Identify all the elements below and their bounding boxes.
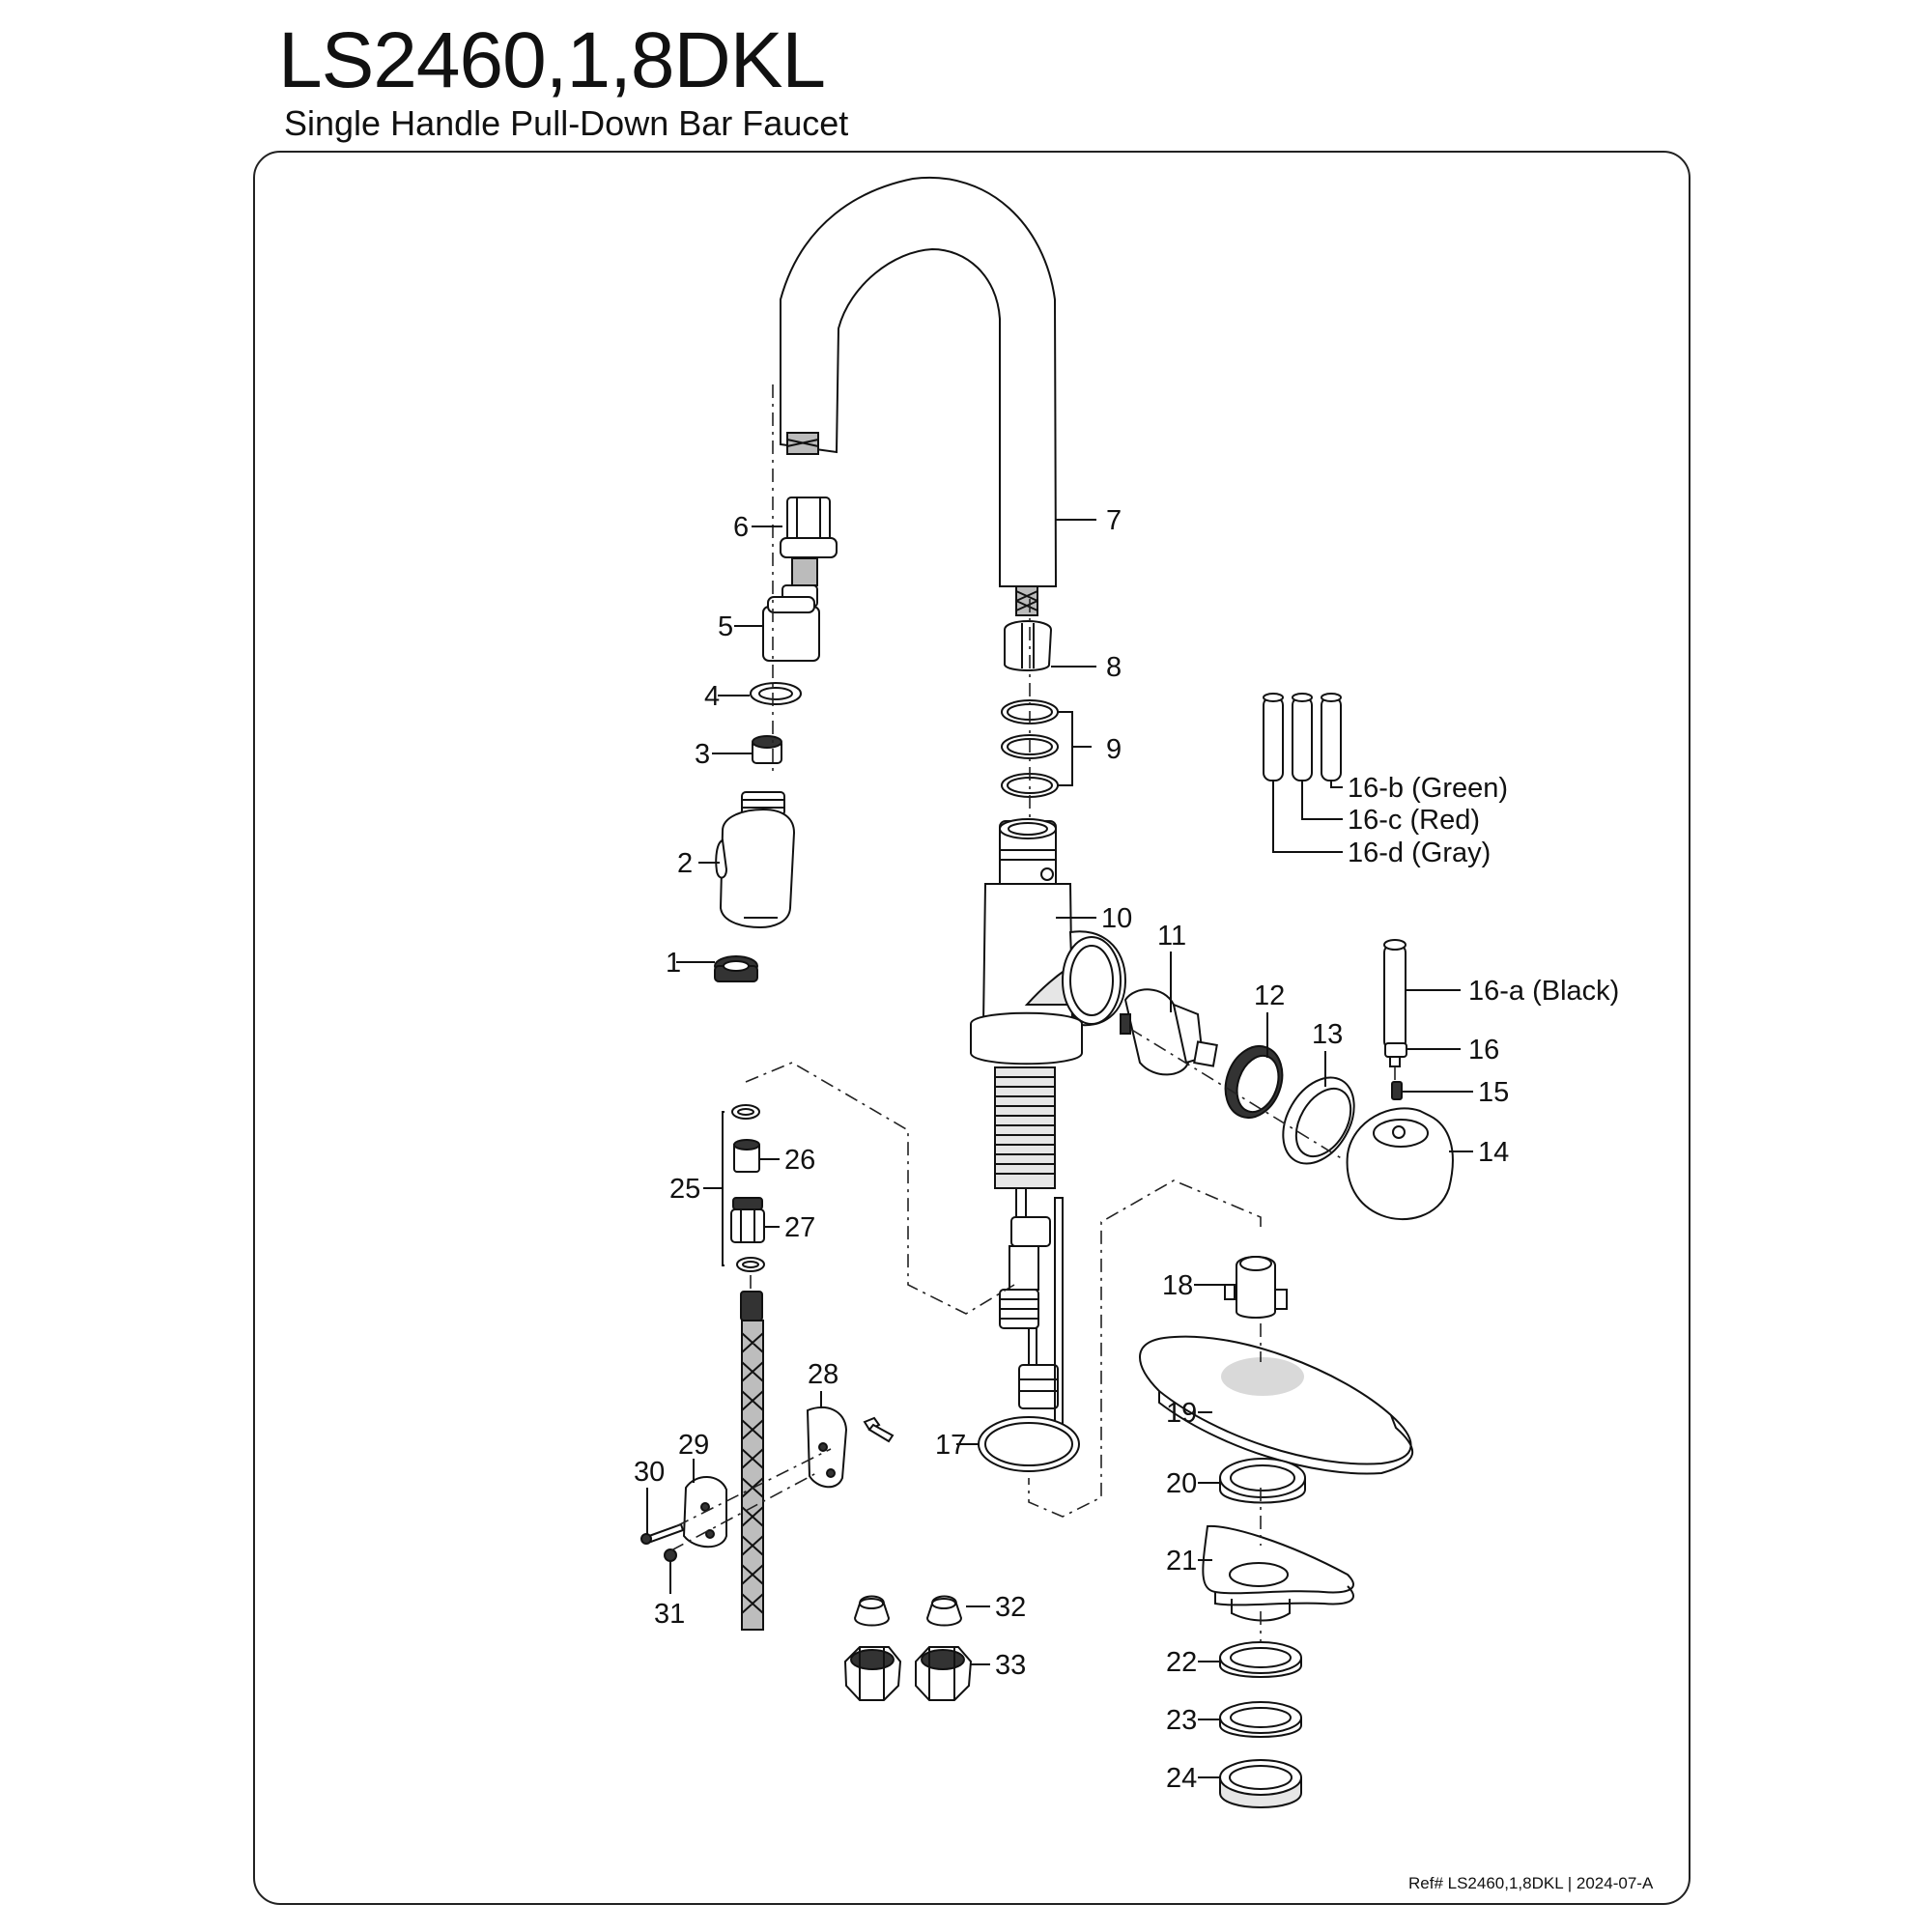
label-part-22: 22: [1166, 1647, 1197, 1678]
label-part-5: 5: [718, 611, 733, 642]
part-set-screw-15: [1391, 1081, 1403, 1100]
part-hose-weight-5: [762, 584, 820, 662]
assembly-lines: [670, 384, 1396, 1642]
label-part-16-c: 16-c (Red): [1348, 805, 1480, 836]
label-part-32: 32: [995, 1592, 1026, 1623]
part-mounting-nut-24: [1219, 1759, 1302, 1808]
label-part-24: 24: [1166, 1763, 1197, 1794]
part-base-plate-21: [1202, 1524, 1354, 1622]
label-part-6: 6: [733, 512, 749, 543]
part-retainer-clip-8: [1004, 620, 1053, 671]
label-part-2: 2: [677, 848, 693, 879]
part-weight-half-28: [806, 1406, 895, 1489]
part-bonnet-nut-12: [1224, 1045, 1284, 1119]
label-part-4: 4: [704, 681, 720, 712]
part-compression-nuts-33: [843, 1646, 973, 1701]
leader-lines: [646, 519, 1473, 1778]
label-part-9: 9: [1106, 734, 1122, 765]
label-part-28: 28: [808, 1359, 838, 1390]
part-cartridge-11: [1120, 988, 1218, 1076]
label-part-19: 19: [1166, 1398, 1197, 1429]
label-part-18: 18: [1162, 1270, 1193, 1301]
braided-supply-hose: [740, 1291, 764, 1631]
label-part-20: 20: [1166, 1468, 1197, 1499]
label-part-25: 25: [669, 1174, 700, 1205]
label-part-3: 3: [695, 739, 710, 770]
part-o-ring-17: [978, 1416, 1080, 1472]
part-washer-23: [1219, 1701, 1302, 1738]
label-part-13: 13: [1312, 1019, 1343, 1050]
label-part-12: 12: [1254, 980, 1285, 1011]
label-part-26: 26: [784, 1145, 815, 1176]
diagram-subtitle: Single Handle Pull-Down Bar Faucet: [284, 103, 849, 143]
part-adapter-3: [752, 735, 782, 764]
part-handle-14: [1346, 1107, 1454, 1221]
label-part-14: 14: [1478, 1137, 1509, 1168]
part-o-rings-9: [1001, 699, 1092, 798]
part-compression-sleeves-32: [853, 1595, 963, 1627]
diagram-title: LS2460,1,8DKL: [278, 16, 826, 104]
label-part-7: 7: [1106, 505, 1122, 536]
part-hose-connector-6: [780, 432, 838, 586]
part-faucet-body-10: [970, 818, 1127, 1065]
label-part-17: 17: [935, 1430, 966, 1461]
part-washer-22: [1219, 1641, 1302, 1678]
label-part-33: 33: [995, 1650, 1026, 1681]
label-part-8: 8: [1106, 652, 1122, 683]
part-deck-plate-19: [1139, 1335, 1414, 1475]
label-part-31: 31: [654, 1599, 685, 1630]
spout-hose: [1015, 585, 1038, 616]
part-gasket-20: [1219, 1458, 1306, 1504]
part-handle-lever-16: [1383, 939, 1407, 1067]
label-part-23: 23: [1166, 1705, 1197, 1736]
part-threaded-shank: [994, 1066, 1064, 1431]
part-screw-31: [664, 1548, 677, 1562]
label-part-10: 10: [1101, 903, 1132, 934]
label-part-29: 29: [678, 1430, 709, 1461]
part-spout: [780, 176, 1058, 587]
reference-number: Ref# LS2460,1,8DKL | 2024-07-A: [1408, 1874, 1654, 1892]
label-part-27: 27: [784, 1212, 815, 1243]
label-part-11: 11: [1157, 921, 1186, 952]
part-washer-4: [750, 682, 802, 705]
part-color-levers-16bcd: [1263, 693, 1342, 781]
label-part-16-a: 16-a (Black): [1468, 976, 1619, 1007]
part-labels: 1 2 3 4 5 6 7 8 9 10 11 12 13 14 15 16 1…: [634, 505, 1619, 1794]
label-part-21: 21: [1166, 1546, 1197, 1577]
part-aerator-1: [714, 955, 758, 982]
part-handle-cover-13: [1282, 1076, 1355, 1165]
label-part-1: 1: [666, 948, 681, 979]
label-part-15: 15: [1478, 1077, 1509, 1108]
label-part-16-d: 16-d (Gray): [1348, 838, 1491, 868]
part-supply-kit-25: [703, 1104, 765, 1272]
label-part-30: 30: [634, 1457, 665, 1488]
label-part-16-b: 16-b (Green): [1348, 773, 1508, 804]
label-part-16: 16: [1468, 1035, 1499, 1065]
part-spray-head-2: [715, 791, 796, 929]
diagram-frame: [253, 151, 1690, 1905]
part-mounting-bracket-18: [1224, 1256, 1288, 1319]
